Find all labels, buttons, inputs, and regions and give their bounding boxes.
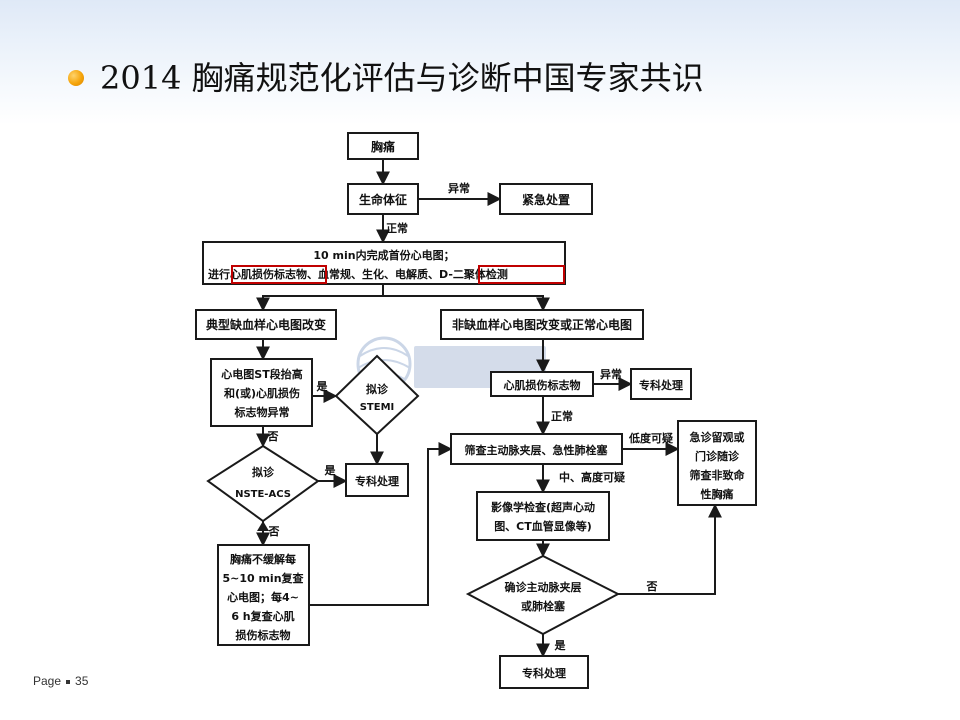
- chest-pain-box: [347, 132, 419, 160]
- yes-label-2: 是: [324, 464, 337, 477]
- title-bullet-icon: [68, 70, 84, 86]
- ecg-line2-d: D-二聚体检测: [439, 267, 508, 281]
- observe-line4: 性胸痛: [701, 487, 734, 501]
- imaging-box: [476, 491, 610, 541]
- page-separator-icon: [66, 679, 71, 684]
- arrow-recheck-screening: [309, 442, 453, 606]
- ecg-box: [202, 241, 566, 285]
- no-label-3: 否: [646, 580, 658, 593]
- recheck-line1: 胸痛不缓解每: [230, 552, 296, 566]
- typical-ecg-label: 典型缺血样心电图改变: [206, 317, 326, 332]
- emergency-label: 紧急处置: [522, 192, 570, 207]
- specialist-label-1: 专科处理: [355, 474, 399, 488]
- recheck-box: [217, 544, 310, 646]
- page-number: Page 35: [33, 674, 88, 688]
- arrow-confirm-observe: [618, 503, 722, 595]
- specialist-box-3: [499, 655, 589, 689]
- recheck-line3: 心电图；每4~: [227, 590, 299, 604]
- slide-title: 2014 胸痛规范化评估与诊断中国专家共识: [100, 59, 704, 97]
- page-label: Page: [33, 674, 62, 688]
- nonischemic-ecg-box: [440, 309, 644, 340]
- stemi-line1: 拟诊: [366, 382, 389, 396]
- specialist-label-2: 专科处理: [639, 378, 683, 392]
- highlight-marker: [231, 265, 327, 284]
- abnormal-label-1: 异常: [448, 181, 470, 195]
- observe-line1: 急诊留观或: [690, 430, 745, 444]
- confirm-diamond: [465, 554, 621, 636]
- confirm-line2: 或肺栓塞: [521, 599, 566, 613]
- no-label-1: 否: [267, 430, 279, 443]
- stemi-diamond: [334, 354, 420, 436]
- yes-label-3: 是: [554, 639, 567, 652]
- arrow-ecg-nonischemic: [383, 295, 550, 312]
- mid-high-label: 中、高度可疑: [559, 470, 625, 484]
- recheck-line2: 5~10 min复查: [222, 571, 303, 585]
- ecg-line2: 进行心肌损伤标志物、血常规、生化、电解质、D-二聚体检测: [208, 267, 508, 281]
- recheck-line4: 6 h复查心肌: [231, 609, 294, 623]
- nste-line1: 拟诊: [252, 465, 275, 479]
- header-band: [0, 0, 960, 125]
- connectors: [256, 159, 722, 658]
- stemi-line2: STEMI: [360, 402, 395, 413]
- arrow-ecg-typical: [256, 284, 384, 312]
- typical-ecg-box: [195, 309, 337, 340]
- yes-label-1: 是: [316, 380, 329, 393]
- recheck-line5: 损伤标志物: [236, 628, 291, 642]
- normal-label-1: 正常: [386, 221, 408, 235]
- no-label-2: 否: [268, 525, 280, 538]
- st-elevation-box: [210, 358, 313, 427]
- imaging-line1: 影像学检查(超声心动: [491, 500, 595, 514]
- observe-line2: 门诊随诊: [695, 449, 740, 463]
- ecg-line1: 10 min内完成首份心电图；: [313, 248, 454, 262]
- screening-box: [450, 433, 623, 465]
- confirm-line1: 确诊主动脉夹层: [505, 580, 582, 594]
- marker-label: 心肌损伤标志物: [504, 378, 581, 392]
- observe-box: [677, 420, 757, 506]
- observe-line3: 筛查非致命: [690, 468, 746, 482]
- normal-label-2: 正常: [551, 409, 573, 423]
- specialist-box-2: [630, 368, 692, 400]
- highlight-d-dimer: [478, 265, 565, 284]
- ecg-line2-c: 、血常规、生化、电解质、: [307, 267, 439, 281]
- low-suspicion-label: 低度可疑: [628, 431, 673, 445]
- ecg-line2-b: 心肌损伤标志物: [230, 267, 307, 281]
- nonischemic-ecg-label: 非缺血样心电图改变或正常心电图: [452, 317, 632, 332]
- st-line2: 和(或)心肌损伤: [224, 386, 300, 400]
- marker-box: [490, 371, 594, 397]
- page-number-value: 35: [75, 674, 89, 688]
- emergency-box: [499, 183, 593, 215]
- chest-pain-label: 胸痛: [371, 139, 395, 154]
- screening-label: 筛查主动脉夹层、急性肺栓塞: [465, 443, 609, 457]
- nste-line2: NSTE-ACS: [235, 489, 291, 500]
- vital-signs-label: 生命体征: [359, 192, 407, 207]
- nste-diamond: [206, 444, 320, 523]
- st-line3: 标志物异常: [234, 405, 290, 419]
- imaging-line2: 图、CT血管显像等): [494, 519, 592, 533]
- ecg-line2-a: 进行: [208, 267, 230, 281]
- abnormal-label-2: 异常: [600, 367, 622, 381]
- specialist-box-1: [345, 463, 409, 497]
- arrowhead-nste-up: [257, 521, 269, 531]
- specialist-label-3: 专科处理: [522, 666, 566, 680]
- st-line1: 心电图ST段抬高: [221, 367, 302, 381]
- vital-signs-box: [347, 183, 419, 215]
